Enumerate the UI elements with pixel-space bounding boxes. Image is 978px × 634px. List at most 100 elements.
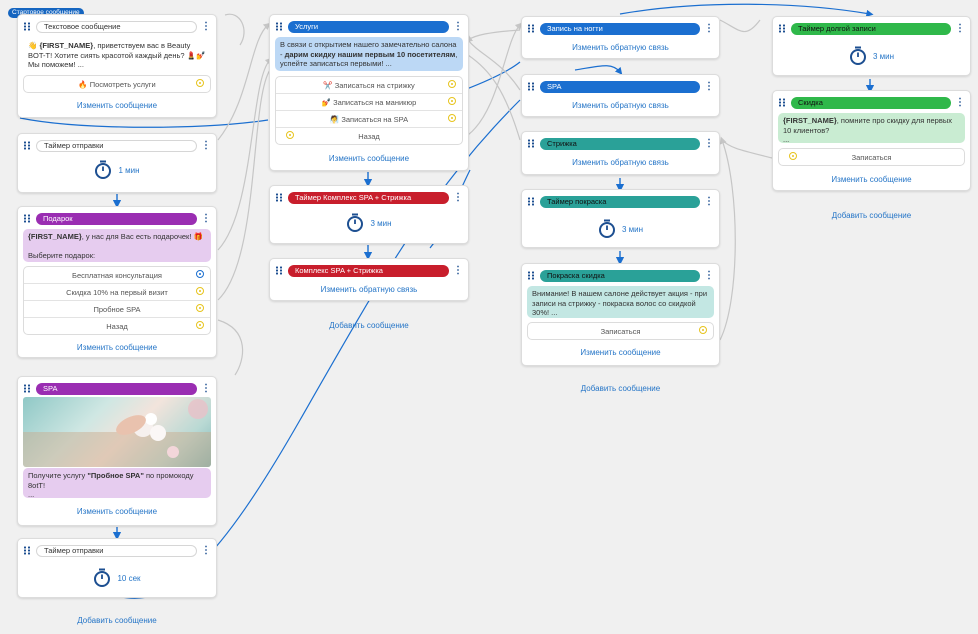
node-services[interactable]: Услуги⋮ В связи с открытием нашего замеч…: [269, 14, 469, 171]
node-title[interactable]: SPA: [36, 382, 197, 395]
more-vertical-icon[interactable]: ⋮: [453, 264, 463, 276]
edit-message-link[interactable]: Изменить сообщение: [76, 507, 158, 516]
node-title[interactable]: SPA: [540, 80, 700, 93]
node-spa-left[interactable]: SPA⋮ Получите услугу "Пробное SPA" по пр…: [17, 376, 217, 526]
view-services-button[interactable]: 🔥 Посмотреть услуги: [23, 75, 211, 93]
more-vertical-icon[interactable]: ⋮: [955, 22, 965, 34]
edit-message-link[interactable]: Изменить сообщение: [831, 175, 912, 184]
add-message-link[interactable]: Добавить сообщение: [329, 321, 409, 330]
back-button[interactable]: Назад: [24, 317, 210, 334]
book-haircut-button[interactable]: ✂️ Записаться на стрижку: [276, 77, 462, 93]
edit-feedback-link[interactable]: Изменить обратную связь: [572, 101, 669, 110]
timer-display: 3 мин: [522, 219, 719, 239]
node-title[interactable]: Комплекс SPA + Стрижка: [288, 264, 449, 277]
link-line: [19, 117, 269, 128]
timer-value: 1 мин: [118, 165, 140, 175]
edit-message-link[interactable]: Изменить сообщение: [76, 101, 158, 110]
more-vertical-icon[interactable]: ⋮: [704, 269, 714, 281]
drag-handle-icon[interactable]: [527, 197, 535, 206]
node-title[interactable]: Стрижка: [540, 137, 700, 150]
node-title[interactable]: Текстовое сообщение: [36, 20, 197, 33]
node-title[interactable]: Скидка: [791, 96, 951, 109]
more-vertical-icon[interactable]: ⋮: [704, 80, 714, 92]
node-title[interactable]: Таймер отправки: [36, 544, 197, 557]
more-vertical-icon[interactable]: ⋮: [201, 212, 211, 224]
discount-10-button[interactable]: Скидка 10% на первый визит: [24, 283, 210, 300]
book-button[interactable]: Записаться: [778, 148, 965, 166]
link-line: [224, 13, 245, 46]
node-title[interactable]: Подарок: [36, 212, 197, 225]
edit-message-link[interactable]: Изменить сообщение: [76, 343, 158, 352]
add-message-link[interactable]: Добавить сообщение: [580, 384, 661, 393]
node-title[interactable]: Таймер отправки: [36, 139, 197, 152]
node-haircut[interactable]: Стрижка ⋮ Изменить обратную связь: [521, 131, 720, 175]
add-message-link[interactable]: Добавить сообщение: [831, 211, 912, 220]
back-button[interactable]: Назад: [276, 127, 462, 144]
timer-value: 3 мин: [621, 224, 644, 234]
node-title[interactable]: Таймер долгой записи: [791, 22, 951, 35]
node-title[interactable]: Покраска скидка: [540, 269, 700, 282]
drag-handle-icon[interactable]: [23, 384, 31, 393]
edit-feedback-link[interactable]: Изменить обратную связь: [572, 158, 669, 167]
free-consultation-button[interactable]: Бесплатная консультация: [24, 267, 210, 283]
node-timer-complex[interactable]: Таймер Комплекс SPA + Стрижка⋮ 3 мин: [269, 185, 469, 244]
node-title[interactable]: Услуги: [288, 20, 449, 33]
more-vertical-icon[interactable]: ⋮: [201, 382, 211, 394]
edit-message-link[interactable]: Изменить сообщение: [328, 154, 410, 163]
more-vertical-icon[interactable]: ⋮: [201, 139, 211, 151]
more-vertical-icon[interactable]: ⋮: [704, 137, 714, 149]
node-discount[interactable]: Скидка⋮ {FIRST_NAME}, помните про скидку…: [772, 90, 971, 191]
node-spa-right[interactable]: SPA ⋮ Изменить обратную связь: [521, 74, 720, 117]
node-timer-color[interactable]: Таймер покраска ⋮ 3 мин: [521, 189, 720, 248]
add-message-link[interactable]: Добавить сообщение: [77, 616, 157, 625]
timer-icon: [94, 568, 111, 587]
radio-dot-icon: [286, 131, 294, 139]
drag-handle-icon[interactable]: [23, 22, 31, 31]
node-complex[interactable]: Комплекс SPA + Стрижка ⋮ Изменить обратну…: [269, 258, 469, 301]
node-long-timer[interactable]: Таймер долгой записи⋮ 3 мин: [772, 16, 971, 76]
edit-message-link[interactable]: Изменить сообщение: [580, 348, 661, 357]
message-body: {FIRST_NAME}, у нас для Вас есть подароч…: [23, 229, 211, 262]
drag-handle-icon[interactable]: [23, 141, 31, 150]
edit-feedback-link[interactable]: Изменить обратную связь: [320, 285, 418, 294]
more-vertical-icon[interactable]: ⋮: [201, 544, 211, 556]
more-vertical-icon[interactable]: ⋮: [704, 195, 714, 207]
drag-handle-icon[interactable]: [778, 24, 786, 33]
book-manicure-button[interactable]: 💅 Записаться на маникюр: [276, 93, 462, 110]
drag-handle-icon[interactable]: [527, 24, 535, 33]
node-send-timer[interactable]: Таймер отправки ⋮ 1 мин: [17, 133, 217, 193]
link-line: [574, 65, 623, 75]
more-vertical-icon[interactable]: ⋮: [955, 96, 965, 108]
book-spa-button[interactable]: 🧖 Записаться на SPA: [276, 110, 462, 127]
edit-feedback-link[interactable]: Изменить обратную связь: [572, 43, 669, 52]
drag-handle-icon[interactable]: [527, 271, 535, 280]
node-nails[interactable]: Запись на ногти ⋮ Изменить обратную связь: [521, 16, 720, 59]
more-vertical-icon[interactable]: ⋮: [704, 22, 714, 34]
node-send-timer-2[interactable]: Таймер отправки⋮ 10 сек: [17, 538, 217, 598]
node-color-discount[interactable]: Покраска скидка ⋮ Внимание! В нашем салон…: [521, 263, 720, 366]
node-title[interactable]: Таймер покраска: [540, 195, 700, 208]
link-line: [467, 54, 521, 141]
message-body: Внимание! В нашем салоне действует акция…: [527, 286, 714, 318]
trial-spa-button[interactable]: Пробное SPA: [24, 300, 210, 317]
node-title[interactable]: Таймер Комплекс SPA + Стрижка: [288, 191, 449, 204]
link-line: [465, 29, 521, 43]
book-button[interactable]: Записаться: [527, 322, 714, 340]
drag-handle-icon[interactable]: [778, 98, 786, 107]
drag-handle-icon[interactable]: [23, 546, 31, 555]
drag-handle-icon[interactable]: [23, 214, 31, 223]
node-text-message[interactable]: Текстовое сообщение⋮ 👋 {FIRST_NAME}, при…: [17, 14, 217, 118]
link-line: [719, 136, 736, 341]
drag-handle-icon[interactable]: [275, 193, 283, 202]
node-gift[interactable]: Подарок ⋮ {FIRST_NAME}, у нас для Вас ест…: [17, 206, 217, 358]
more-vertical-icon[interactable]: ⋮: [201, 20, 211, 32]
more-vertical-icon[interactable]: ⋮: [453, 20, 463, 32]
node-title[interactable]: Запись на ногти: [540, 22, 700, 35]
more-vertical-icon[interactable]: ⋮: [453, 191, 463, 203]
drag-handle-icon[interactable]: [275, 22, 283, 31]
drag-handle-icon[interactable]: [527, 139, 535, 148]
drag-handle-icon[interactable]: [275, 266, 283, 275]
drag-handle-icon[interactable]: [527, 82, 535, 91]
services-buttons: ✂️ Записаться на стрижку 💅 Записаться на…: [275, 76, 463, 145]
